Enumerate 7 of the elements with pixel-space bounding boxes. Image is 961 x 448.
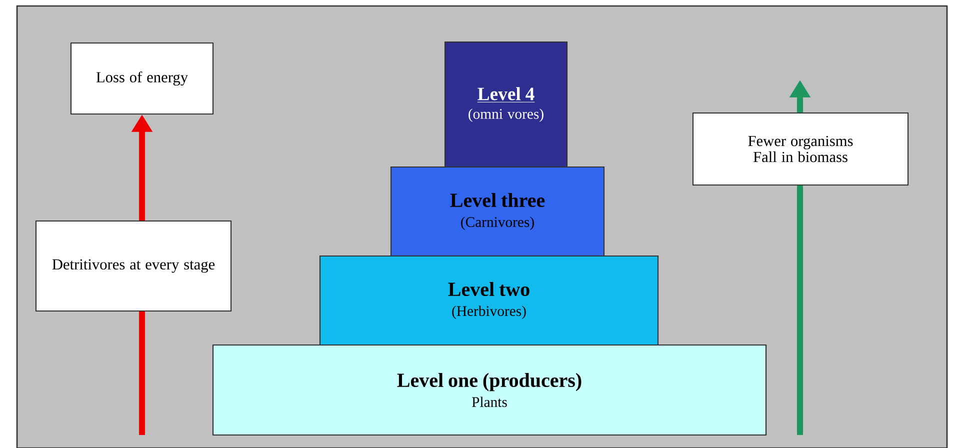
text-box: Detritivores at every stage [35, 220, 232, 312]
pyramid-level: Level 4 (omni vores) [444, 41, 568, 168]
pyramid-level: Level two (Herbivores) [319, 255, 659, 346]
text-box: Fewer organisms Fall in biomass [692, 112, 909, 186]
pyramid-level: Level three (Carnivores) [390, 166, 605, 257]
pyramid-level: Level one (producers) Plants [212, 344, 767, 436]
text-box: Loss of energy [70, 42, 214, 115]
